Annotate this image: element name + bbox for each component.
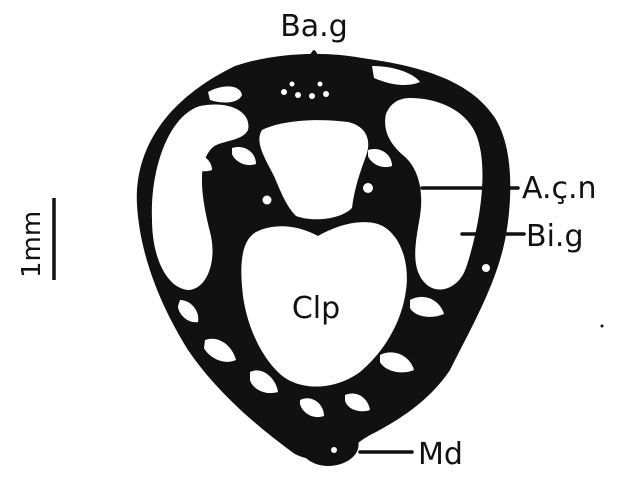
mid-region-node (300, 427, 359, 466)
label-mid-region: Md (418, 437, 463, 472)
label-basal-groove: Ba.g (280, 9, 348, 44)
speck (601, 325, 604, 328)
pore-left (263, 196, 272, 205)
mid-region-dot (331, 447, 337, 453)
scale-bar-label: 1mm (17, 211, 47, 278)
label-lateral-groove: Bi.g (526, 219, 584, 254)
label-accessory-canal: A.ç.n (522, 171, 597, 206)
pore-right (363, 183, 373, 193)
label-central-cavity: Clp (292, 291, 340, 326)
